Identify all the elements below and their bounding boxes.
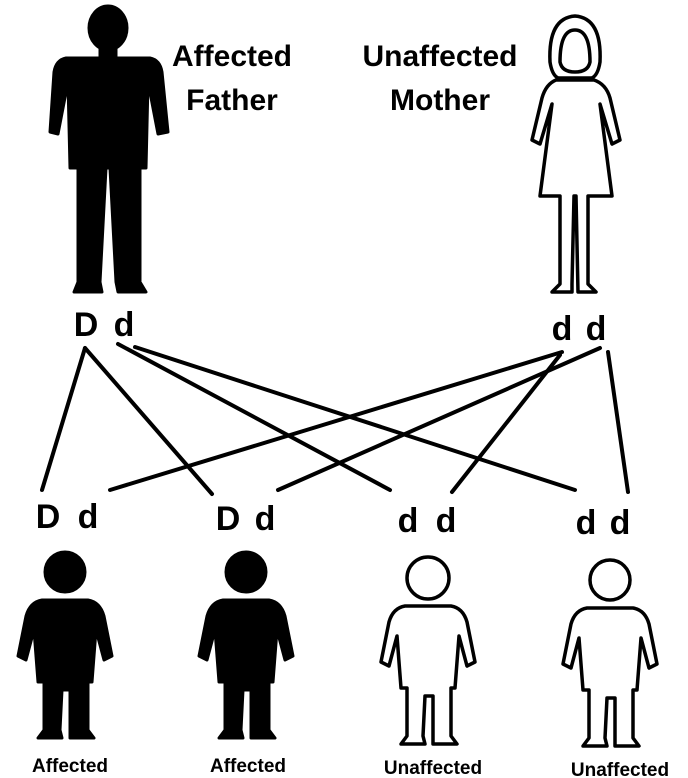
child-figure-3	[379, 555, 477, 746]
child3-allele-2: d	[436, 502, 457, 540]
child-figure-1	[16, 550, 114, 740]
father-allele-1: D	[74, 306, 99, 344]
father-allele-2: d	[114, 306, 135, 344]
inheritance-lines	[40, 342, 630, 496]
mother-label-line2: Mother	[390, 84, 490, 117]
father-label-line1: Affected	[172, 40, 292, 73]
child2-label: Affected	[210, 756, 286, 777]
child3-label: Unaffected	[384, 758, 482, 778]
line-mother-d1-to-child1	[108, 350, 564, 492]
mother-allele-2: d	[586, 310, 607, 348]
line-father-d-to-child3	[116, 342, 392, 492]
child2-allele-2: d	[255, 500, 276, 538]
child-figure-2	[197, 550, 295, 740]
child1-allele-2: d	[78, 498, 99, 536]
affected-father-figure	[48, 4, 170, 294]
child1-label: Affected	[32, 756, 108, 777]
child4-label: Unaffected	[571, 760, 669, 778]
child3-allele-1: d	[398, 502, 419, 540]
line-mother-d1-to-child3	[450, 353, 562, 494]
child4-allele-1: d	[576, 504, 597, 542]
mother-label-line1: Unaffected	[362, 40, 517, 73]
child-figure-4	[561, 558, 659, 748]
unaffected-mother-figure	[530, 14, 622, 294]
child4-allele-2: d	[610, 504, 631, 542]
child2-allele-1: D	[216, 500, 241, 538]
line-mother-d2-to-child2	[276, 346, 602, 492]
line-father-D-to-child1	[40, 346, 87, 492]
mother-allele-1: d	[552, 310, 573, 348]
child1-allele-1: D	[36, 498, 61, 536]
line-father-d-to-child4	[133, 345, 577, 492]
line-father-D-to-child2	[83, 346, 214, 496]
father-label-line2: Father	[186, 84, 278, 117]
line-mother-d2-to-child4	[606, 350, 630, 494]
